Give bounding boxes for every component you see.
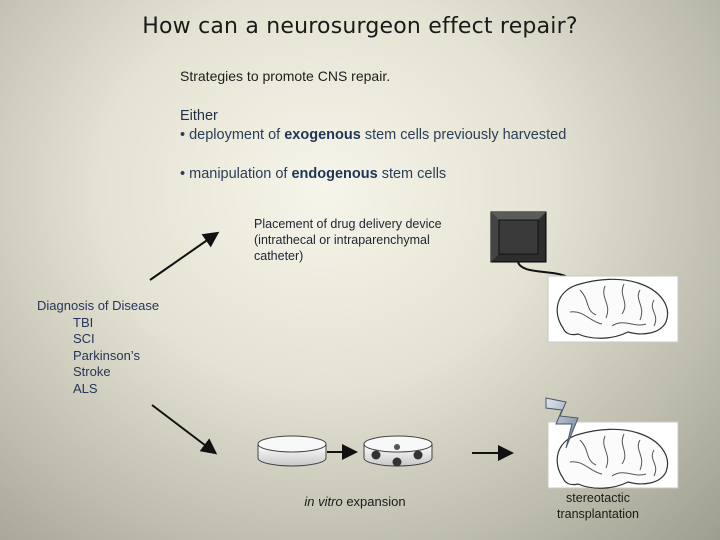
expansion-caption: in vitro expansion xyxy=(280,494,430,510)
option-text-pre: manipulation of xyxy=(189,166,288,182)
option-exogenous: • deployment of exogenous stem cells pre… xyxy=(180,127,566,143)
expansion-rest: expansion xyxy=(346,494,406,509)
arrow-up xyxy=(149,231,220,281)
pump-icon xyxy=(490,211,547,263)
petri-dish-empty-icon xyxy=(257,435,327,467)
option-keyword: exogenous xyxy=(284,127,361,143)
transplant-caption-line: transplantation xyxy=(556,507,639,521)
option-text-post: stem cells previously harvested xyxy=(364,127,567,143)
bullet-mark: • xyxy=(180,166,186,182)
bullet-mark: • xyxy=(180,127,186,143)
diagnosis-list: Diagnosis of Disease TBI SCI Parkinson’s… xyxy=(37,298,159,397)
diagnosis-item: TBI xyxy=(73,314,94,330)
diagnosis-item: Stroke xyxy=(73,364,111,379)
option-text-post: stem cells xyxy=(381,166,447,182)
arrow-down xyxy=(151,404,218,455)
diagnosis-heading: Diagnosis of Disease xyxy=(37,298,160,313)
transplant-caption: stereotactic transplantation xyxy=(538,490,658,522)
option-keyword: endogenous xyxy=(291,166,378,182)
brain-icon xyxy=(547,421,679,489)
device-caption-line: (intrathecal or intraparenchymal xyxy=(254,233,430,247)
slide-title: How can a neurosurgeon effect repair? xyxy=(142,14,578,39)
diagnosis-item: Parkinson’s xyxy=(73,347,140,363)
petri-dish-cells-icon xyxy=(363,435,433,467)
device-caption-line: Placement of drug delivery device xyxy=(254,217,442,231)
either-label: Either xyxy=(180,108,218,124)
expansion-italic: in vitro xyxy=(304,494,343,509)
device-caption: Placement of drug delivery device (intra… xyxy=(254,216,442,264)
option-text-pre: deployment of xyxy=(189,127,281,143)
brain-icon xyxy=(547,275,679,343)
strategies-heading: Strategies to promote CNS repair. xyxy=(180,68,391,84)
diagnosis-item: ALS xyxy=(73,380,98,396)
transplant-caption-line: stereotactic xyxy=(566,491,630,505)
diagnosis-item: SCI xyxy=(73,331,95,346)
lightning-icon xyxy=(545,397,579,449)
device-caption-line: catheter) xyxy=(254,249,304,263)
option-endogenous: • manipulation of endogenous stem cells xyxy=(180,166,446,182)
